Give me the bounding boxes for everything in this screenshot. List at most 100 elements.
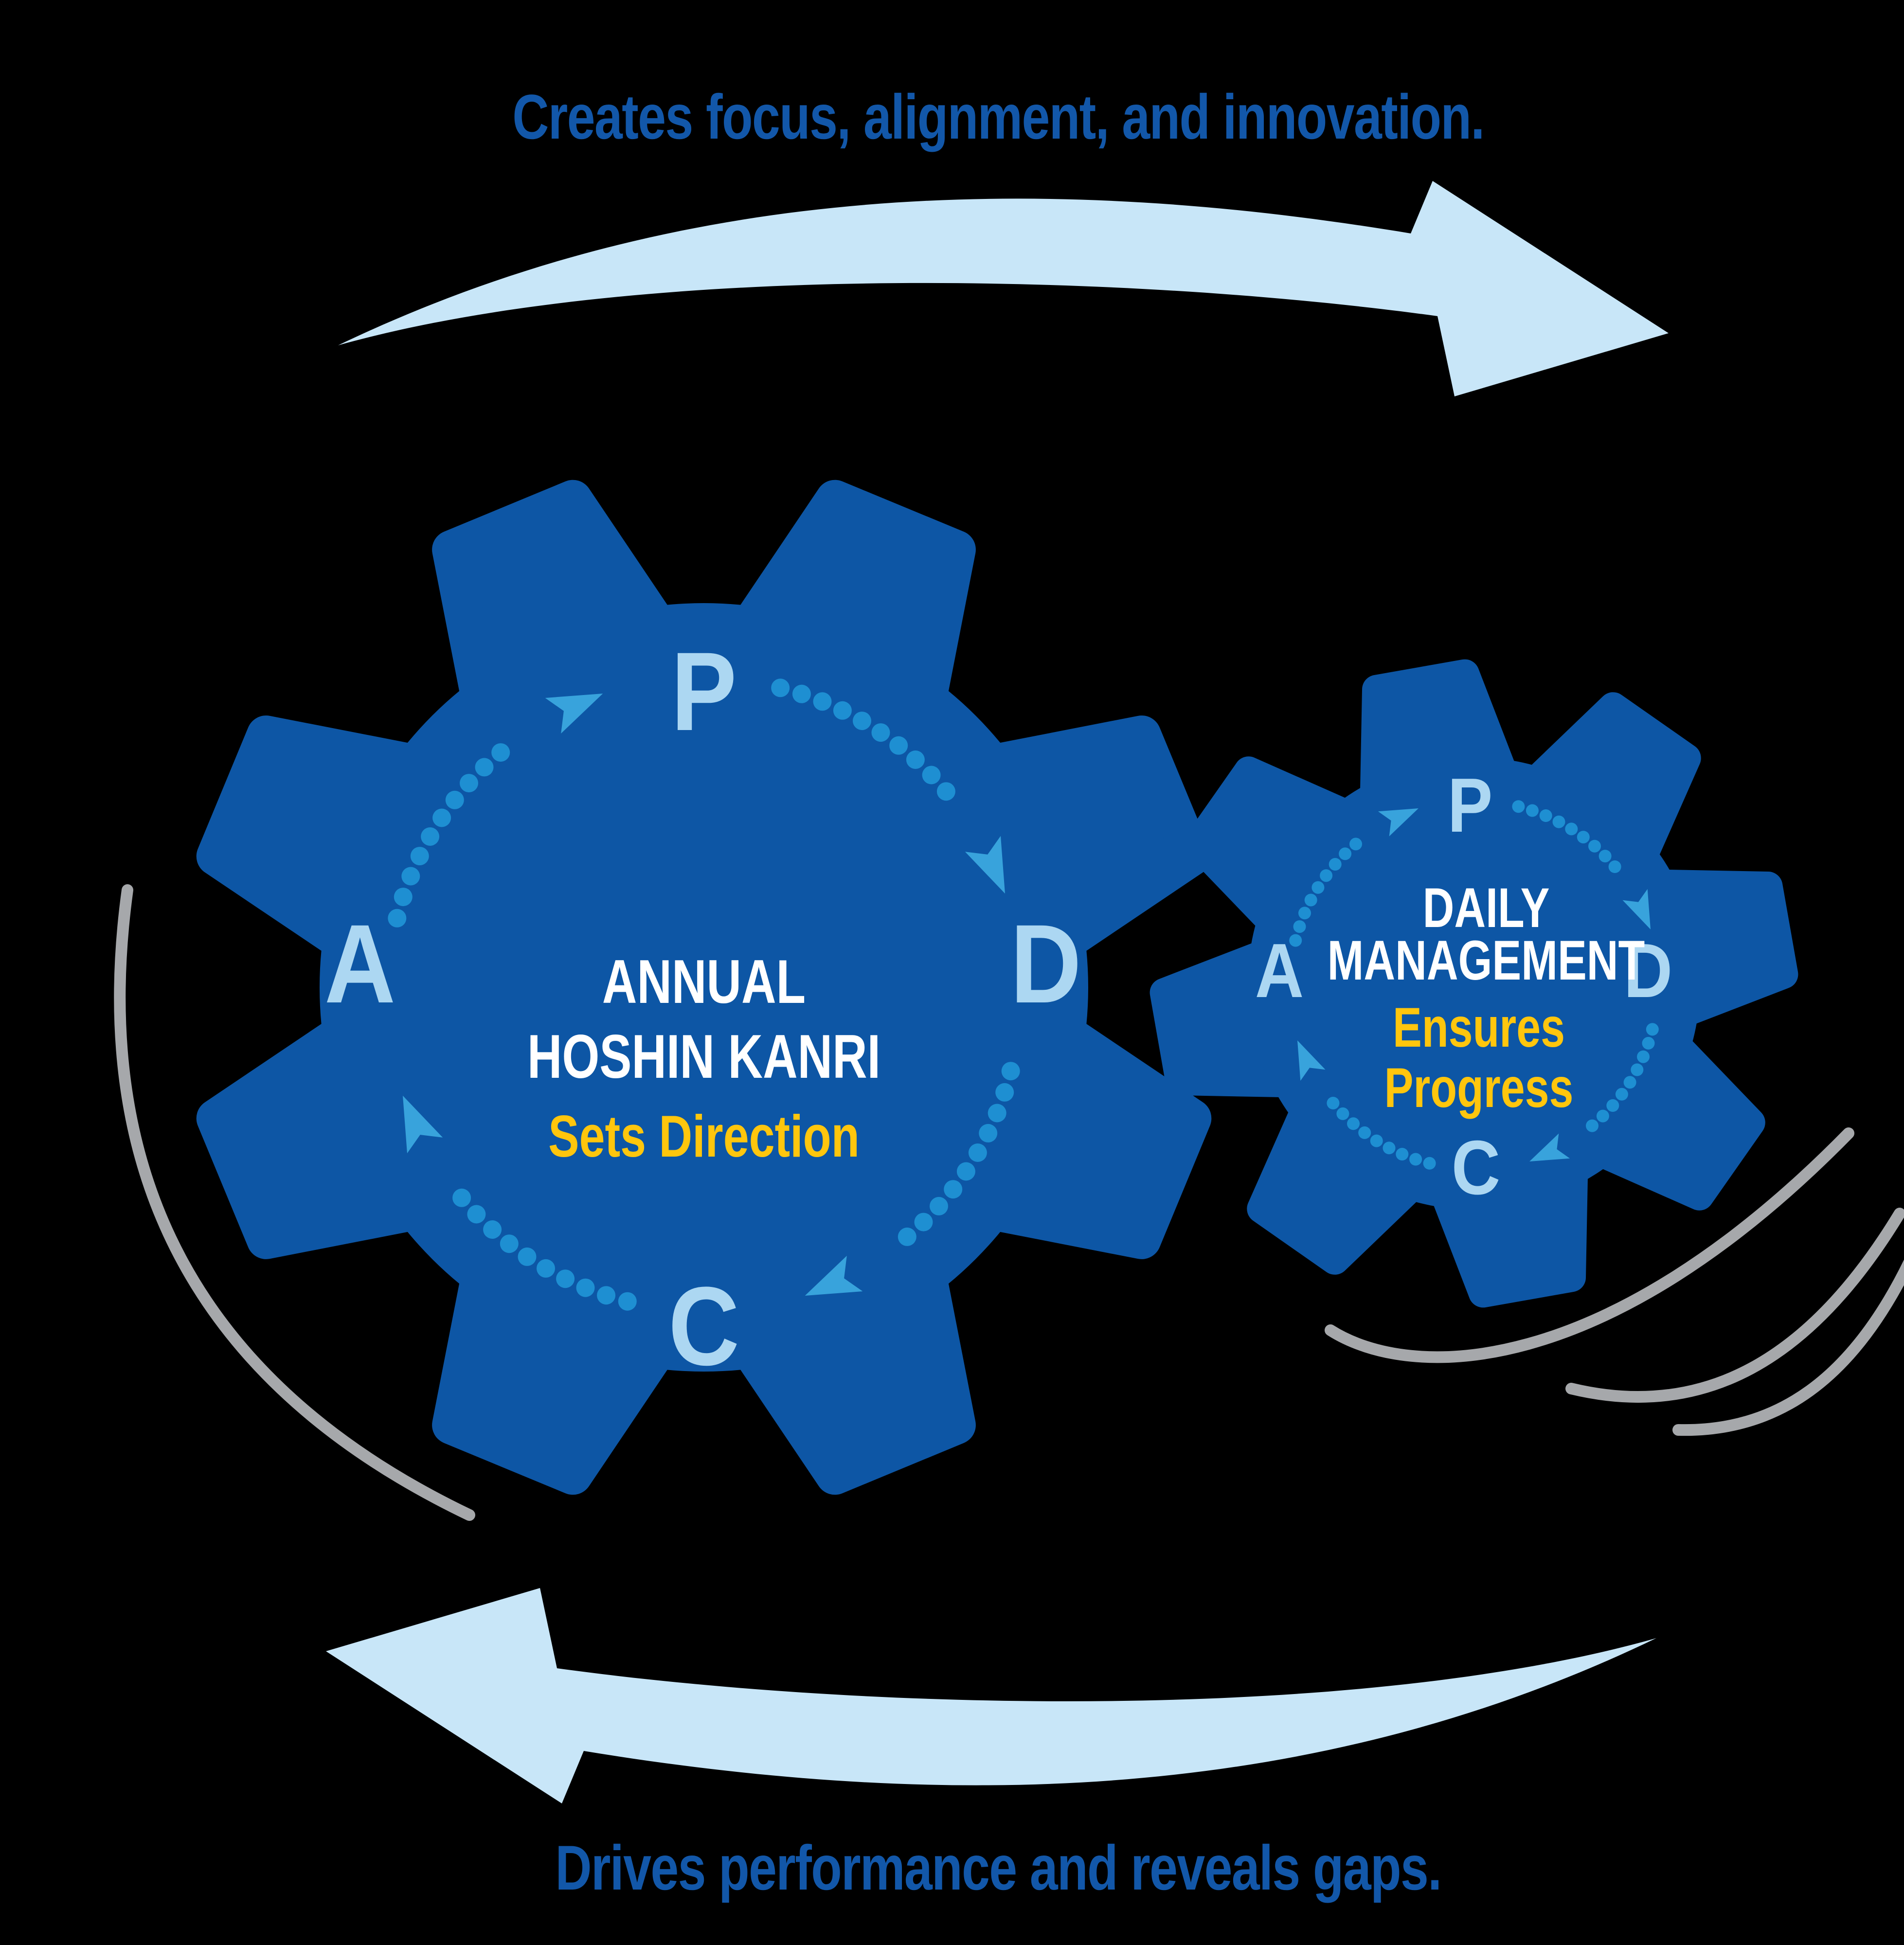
cycle-letter-d: D [1624,928,1672,1014]
ring-dot [491,743,510,762]
small-gear-label-line1: DAILY [1423,876,1550,939]
cycle-letter-c: C [668,1264,739,1389]
ring-dot [1293,920,1306,933]
ring-arrowhead-icon [545,694,603,734]
ring-dot [576,1278,595,1297]
cycle-letter-a: A [1255,928,1304,1014]
ring-dot [1349,838,1362,851]
large-gear-ring [388,678,1020,1311]
ring-dot [1370,1134,1383,1147]
ring-dot [475,758,494,777]
ring-dot [1311,881,1325,894]
ring-dot [1586,1119,1599,1132]
small-gear-ring [1289,800,1659,1170]
ring-dot [1642,1036,1655,1050]
ring-dot [1577,831,1590,844]
ring-dot [1298,907,1311,920]
ring-dot [1320,869,1333,882]
large-gear-body [320,603,1088,1372]
ring-dot [1289,934,1302,947]
ring-arrowhead-icon [1529,1133,1570,1161]
speed-line-1 [1325,1127,1854,1363]
small-gear-tagline-line2: Progress [1384,1056,1574,1119]
ring-dot [518,1247,537,1266]
ring-dot [452,1188,471,1207]
ring-dot [500,1234,519,1253]
ring-dot [1409,1153,1422,1166]
ring-dot [930,1196,948,1215]
ring-dot [906,750,925,769]
ring-dot [1383,1142,1396,1155]
ring-dot [833,701,852,720]
left-motion-arc [114,884,475,1521]
ring-dot [898,1227,916,1246]
ring-dot [995,1083,1014,1102]
ring-dot [1329,858,1342,871]
ring-arrowhead-icon [1297,1040,1326,1081]
bottom-caption: Drives performance and reveals gaps. [555,1832,1441,1903]
ring-dot [388,909,407,928]
ring-dot [1552,815,1565,828]
ring-arrowhead-icon [805,1255,863,1296]
ring-dot [1646,1023,1659,1036]
ring-dot [1327,1097,1340,1109]
ring-dot [936,782,955,801]
ring-dot [432,808,451,827]
cycle-letter-c: C [1452,1124,1500,1211]
speed-line-3 [1672,1259,1904,1436]
small-gear-letters: P D C A [1255,762,1672,1211]
ring-dot [1615,1088,1628,1101]
ring-dot [1599,850,1612,863]
ring-dot [889,736,908,755]
ring-dot [792,684,811,703]
ring-dot [1526,804,1539,817]
speed-lines [1325,1127,1904,1436]
cycle-letter-a: A [324,901,395,1026]
ring-dot [956,1162,975,1181]
ring-dot [1512,800,1525,813]
large-gear-label-line2: HOSHIN KANRI [527,1022,880,1091]
ring-dot [483,1220,502,1239]
large-gear-letters: P D C A [324,629,1081,1389]
ring-dot [1637,1050,1650,1063]
ring-dot [1423,1157,1436,1170]
ring-dot [1336,1107,1349,1120]
speed-line-2 [1565,1208,1904,1403]
top-cycle-arrow-icon [338,181,1669,396]
ring-dot [1539,809,1552,822]
ring-dot [1565,822,1578,836]
top-caption: Creates focus, alignment, and innovation… [512,81,1484,152]
cycle-letter-p: P [671,629,736,754]
ring-dot [1606,1099,1619,1112]
ring-dot [853,712,871,731]
ring-dot [871,723,890,742]
bottom-cycle-arrow-icon [326,1588,1656,1803]
small-gear-label-line2: MANAGEMENT [1328,929,1645,991]
cycle-letter-p: P [1448,762,1493,848]
large-gear-tagline: Sets Direction [548,1104,860,1170]
small-gear-body [1248,757,1700,1210]
ring-dot [968,1143,987,1162]
ring-arrowhead-icon [403,1095,443,1154]
ring-dot [1608,860,1621,873]
ring-dot [813,692,832,711]
ring-dot [394,888,413,907]
small-gear: P D C A DAILY MANAGEMENT Ensures Progress [1150,659,1798,1308]
ring-dot [771,678,790,697]
ring-dot [979,1124,998,1142]
ring-dot [401,867,420,886]
ring-dot [944,1180,963,1199]
ring-dot [421,827,440,846]
ring-dot [914,1213,933,1231]
ring-dot [988,1104,1006,1123]
cycle-letter-d: D [1010,901,1081,1026]
ring-dot [618,1292,637,1311]
ring-dot [597,1286,616,1305]
ring-arrowhead-icon [965,836,1005,894]
ring-dot [1358,1126,1371,1139]
small-gear-tagline-line1: Ensures [1393,996,1565,1058]
ring-dot [556,1269,575,1288]
